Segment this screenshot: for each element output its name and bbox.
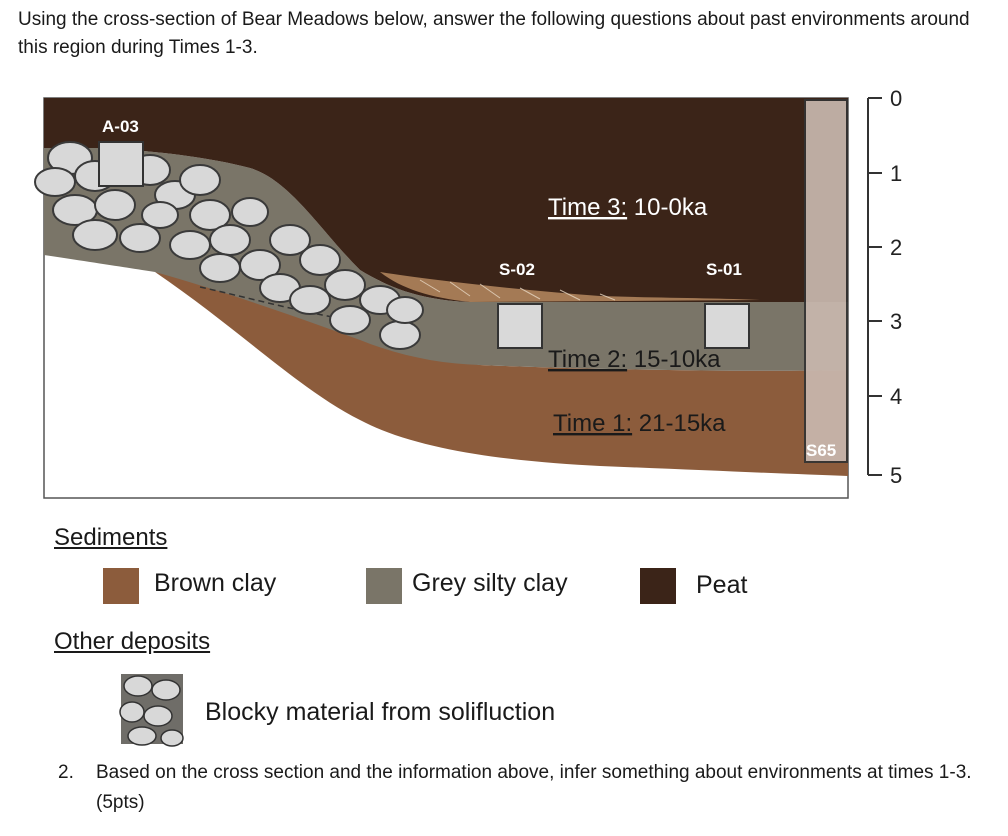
scale-tick-2: 2 — [890, 235, 902, 260]
question-number: 2. — [58, 762, 74, 783]
intro-text: Using the cross-section of Bear Meadows … — [18, 9, 970, 58]
depth-scale — [867, 97, 882, 476]
site-label-s02: S-02 — [499, 260, 535, 279]
site-box-a03 — [98, 141, 144, 187]
peat-label: Peat — [696, 571, 748, 599]
sand-lens — [380, 272, 760, 302]
legend-sediments-heading: Sediments — [54, 524, 168, 551]
peat-swatch — [640, 568, 676, 604]
site-label-s65: S65 — [806, 441, 836, 460]
core-s65 — [804, 99, 848, 463]
legend-other-heading: Other deposits — [54, 628, 211, 655]
grey-silty-clay-label: Grey silty clay — [412, 569, 568, 597]
site-label-a03: A-03 — [102, 117, 139, 136]
time3-label: Time 3: 10-0ka — [548, 194, 708, 221]
scale-tick-5: 5 — [890, 463, 902, 488]
question-text: Based on the cross section and the infor… — [96, 762, 972, 813]
scale-tick-3: 3 — [890, 309, 902, 334]
scale-tick-4: 4 — [890, 384, 902, 409]
brown-clay-label: Brown clay — [154, 569, 277, 597]
peat-layer — [44, 98, 848, 302]
scale-tick-1: 1 — [890, 161, 902, 186]
time2-label: Time 2: 15-10ka — [548, 346, 721, 373]
grey-silty-clay-swatch — [366, 568, 402, 604]
scale-tick-0: 0 — [890, 86, 902, 111]
site-label-s01: S-01 — [706, 260, 742, 279]
brown-clay-swatch — [103, 568, 139, 604]
site-box-s01 — [704, 303, 750, 349]
blocky-label: Blocky material from solifluction — [205, 698, 556, 726]
site-box-s02 — [497, 303, 543, 349]
blocky-swatch — [119, 674, 184, 747]
time1-label: Time 1: 21-15ka — [553, 410, 726, 437]
